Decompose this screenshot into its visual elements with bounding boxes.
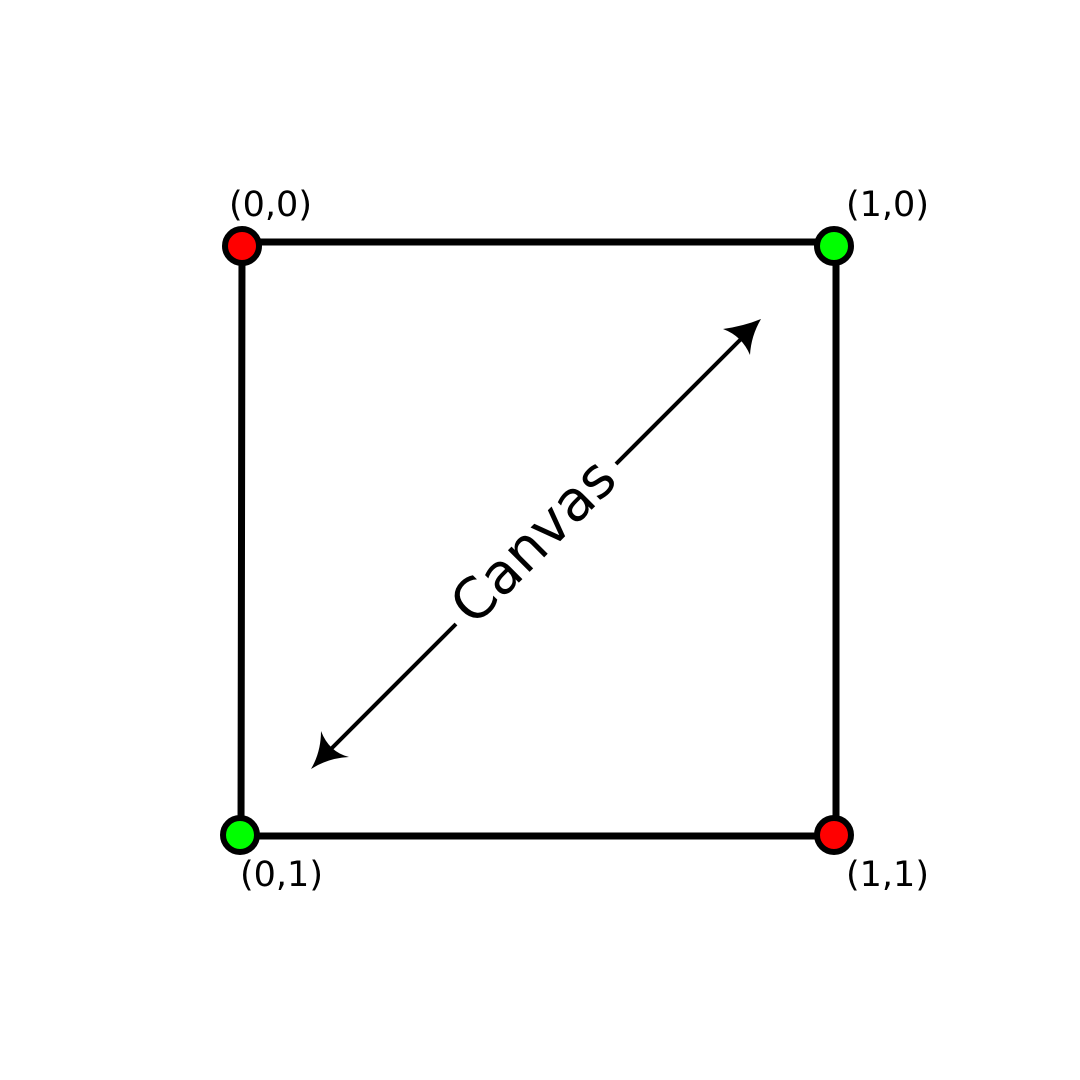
- canvas-frame: [236, 238, 840, 840]
- arrowhead-up-right-icon: [723, 319, 761, 355]
- arrow-shaft-lower: [328, 622, 458, 752]
- corner-label-top-left: (0,0): [229, 185, 312, 225]
- frame-edge-left: [237, 242, 246, 838]
- diagonal-arrow: [311, 319, 761, 769]
- corner-dot-bottom-right: [814, 815, 854, 855]
- corner-dot-top-left: [222, 226, 262, 266]
- corner-label-top-right: (1,0): [846, 185, 929, 225]
- corner-labels: (0,0) (1,0) (0,1) (1,1): [229, 185, 929, 895]
- corner-markers: [220, 226, 854, 855]
- canvas-label: Canvas: [438, 446, 629, 637]
- corner-label-bottom-left: (0,1): [240, 855, 323, 895]
- corner-label-bottom-right: (1,1): [846, 855, 929, 895]
- corner-dot-bottom-left: [220, 815, 260, 855]
- arrowhead-down-left-icon: [311, 731, 349, 769]
- corner-dot-top-right: [814, 226, 854, 266]
- arrow-shaft-upper: [614, 334, 746, 466]
